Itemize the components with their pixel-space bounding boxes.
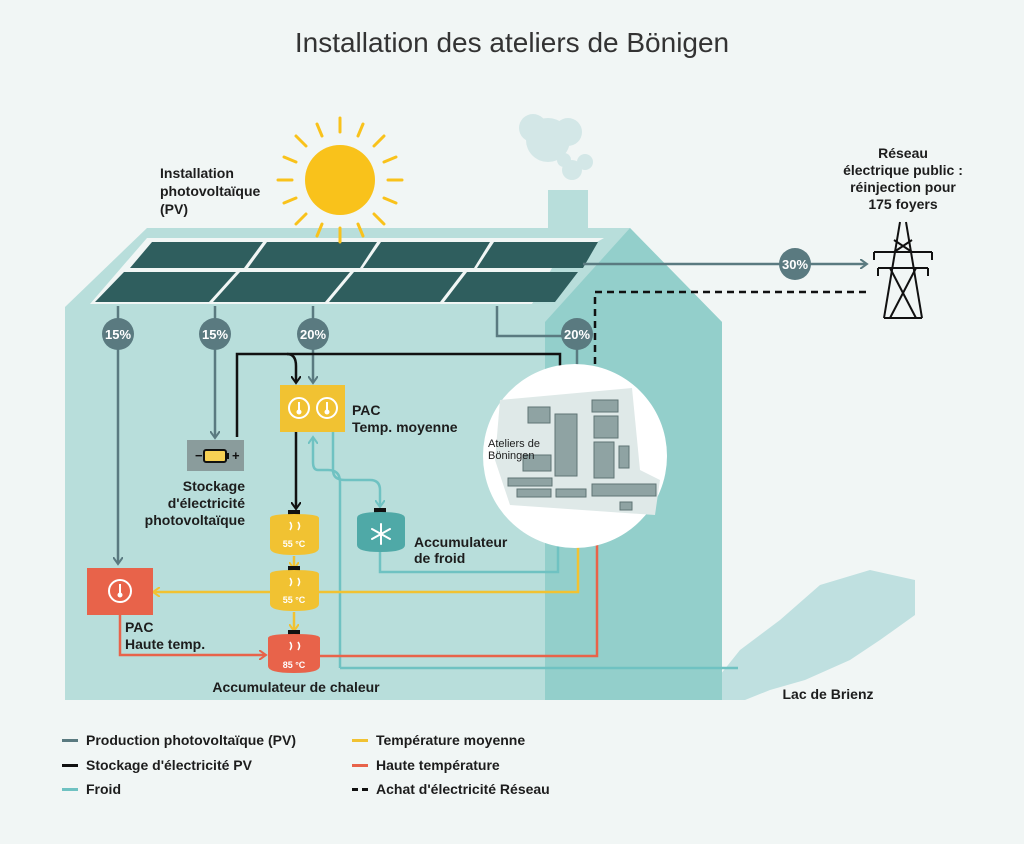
pac-medium-temp: [280, 385, 345, 432]
svg-text:−: −: [195, 448, 203, 463]
storage-label: d'électricité: [168, 495, 245, 511]
heat-tank-1: 55 °C: [270, 510, 319, 555]
solar-panels: [90, 238, 604, 304]
heat-wave-icon: [289, 521, 301, 531]
tank2-temp: 55 °C: [283, 595, 306, 605]
heat-wave-icon: [289, 577, 301, 587]
smoke-icon: [519, 114, 593, 180]
pv-label: (PV): [160, 201, 188, 217]
legend-item-grid-purchase: Achat d'électricité Réseau: [352, 781, 550, 797]
battery-icon: [203, 449, 227, 463]
pct-badge-pac-high: [102, 318, 134, 350]
lake-shape: [700, 570, 915, 700]
workshop-label: Ateliers de: [488, 438, 540, 450]
storage-to-pac-mid-line: [286, 352, 296, 382]
legend-label: Froid: [86, 781, 121, 797]
pct-badge-workshop: [561, 318, 593, 350]
grid-label: Réseau: [878, 145, 928, 161]
pv-label: photovoltaïque: [160, 183, 261, 199]
grid-purchase-line: [595, 290, 866, 378]
battery-storage: − +: [187, 440, 244, 471]
lake-label: Lac de Brienz: [782, 686, 873, 702]
grid-label: 175 foyers: [868, 196, 937, 212]
pct-storage: 15%: [202, 327, 228, 342]
legend-label: Production photovoltaïque (PV): [86, 732, 296, 748]
thermometer-icon: [316, 397, 338, 419]
pac-high-label: PAC: [125, 619, 154, 635]
thermometer-icon: [108, 579, 132, 603]
legend-label: Haute température: [376, 757, 500, 773]
mid-temp-to-workshop-line: [310, 540, 580, 594]
high-temp-to-workshop-line: [320, 540, 599, 658]
pac-high-to-tank3-line: [118, 615, 265, 655]
pac-mid-label: Temp. moyenne: [352, 419, 458, 435]
cold-accumulator: [357, 508, 405, 552]
tank3-temp: 85 °C: [283, 660, 306, 670]
heat-tank-2: 55 °C: [270, 566, 319, 611]
workshop-label: Böningen: [488, 450, 535, 462]
legend-swatch: [352, 787, 368, 791]
legend-item-pv: Production photovoltaïque (PV): [62, 732, 296, 748]
legend-item-mid-temp: Température moyenne: [352, 732, 525, 748]
legend-item-cold: Froid: [62, 781, 121, 797]
legend-item-high-temp: Haute température: [352, 757, 500, 773]
heat-tank-3: 85 °C: [268, 630, 320, 673]
legend-swatch: [352, 738, 368, 742]
storage-label: Stockage: [183, 478, 245, 494]
snowflake-icon: [371, 523, 391, 545]
grid-label: réinjection pour: [850, 179, 956, 195]
pac-high-temp: [87, 568, 153, 615]
pac-mid-label: PAC: [352, 402, 381, 418]
legend-label: Stockage d'électricité PV: [86, 757, 252, 773]
heat-storage-label: Accumulateur de chaleur: [212, 679, 380, 695]
tank1-temp: 55 °C: [283, 539, 306, 549]
legend-swatch: [62, 763, 78, 767]
sun-icon: [276, 116, 404, 244]
diagram-title: Installation des ateliers de Bönigen: [295, 27, 729, 58]
heat-wave-icon: [289, 641, 301, 651]
cold-return-line: [313, 438, 342, 668]
pct-pac-high: 15%: [105, 327, 131, 342]
chimney: [548, 190, 588, 235]
pct-grid: 30%: [782, 257, 808, 272]
legend-swatch: [62, 787, 78, 791]
pct-badge-grid: [779, 248, 811, 280]
legend-swatch: [62, 738, 78, 742]
pac-high-label: Haute temp.: [125, 636, 205, 652]
thermometer-icon: [288, 397, 310, 419]
storage-label: photovoltaïque: [145, 512, 246, 528]
legend-swatch: [352, 763, 368, 767]
grid-label: électrique public :: [843, 162, 963, 178]
svg-text:+: +: [232, 448, 240, 463]
legend-label: Température moyenne: [376, 732, 526, 748]
pct-pac-mid: 20%: [300, 327, 326, 342]
pac-mid-to-cold-line: [331, 432, 380, 506]
pct-workshop: 20%: [564, 327, 590, 342]
power-pylon-icon: [873, 221, 933, 319]
workshop-site-map: [483, 364, 667, 548]
cold-label: Accumulateur: [414, 534, 508, 550]
pct-badge-storage: [199, 318, 231, 350]
pv-to-workshop-line: [495, 306, 577, 378]
legend-label: Achat d'électricité Réseau: [376, 781, 550, 797]
pct-badge-pac-mid: [297, 318, 329, 350]
cold-label: de froid: [414, 550, 465, 566]
pv-label: Installation: [160, 165, 234, 181]
legend-item-storage: Stockage d'électricité PV: [62, 757, 252, 773]
cold-to-workshop-line: [378, 540, 560, 574]
